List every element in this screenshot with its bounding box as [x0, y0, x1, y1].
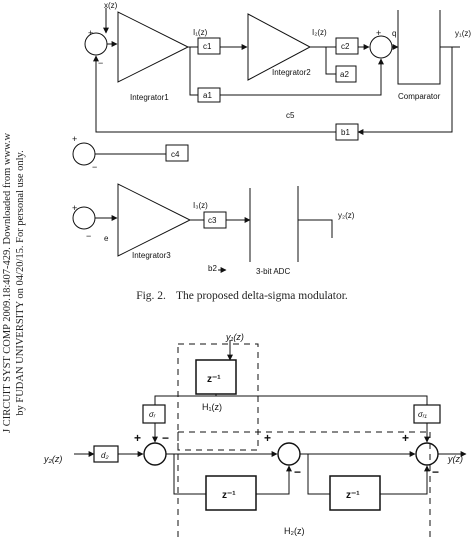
label-a2: a2: [340, 70, 349, 79]
sum-junction-2: [369, 35, 393, 59]
modulator-figure: [72, 8, 460, 273]
label-a1: a1: [203, 91, 212, 100]
label-c3: c3: [208, 216, 217, 225]
modulator-signs: + − + + − + −: [72, 28, 381, 241]
sign-f1-minus: −: [162, 431, 169, 445]
label-sigma-r: σᵣ: [149, 410, 156, 419]
sign-minus-1: −: [98, 58, 103, 68]
wire-int2-a2: [325, 47, 336, 75]
filter-labels: y₁(z) z⁻¹ H₁(z) z⁻¹ z⁻¹ y₂(z) d₂ σᵣ σᵣ₁ …: [43, 332, 463, 536]
wire-delay3-sum3: [380, 465, 430, 495]
wire-y1-feedback: [357, 47, 453, 135]
wire-to-delay3: [307, 454, 330, 495]
sum-junction-f1: [143, 442, 167, 466]
label-b2: b2: [208, 264, 217, 273]
label-c4: c4: [171, 150, 180, 159]
label-delay-1: z⁻¹: [207, 374, 221, 385]
label-i3: I₃(z): [193, 201, 208, 210]
delay-box-2: [205, 475, 257, 511]
wire-to-delay2: [173, 454, 206, 495]
gain-c2-box: [335, 37, 359, 55]
label-y1-in: y₁(z): [225, 332, 244, 342]
label-y-out: y(z): [447, 454, 463, 464]
sigma-r-box: [142, 404, 166, 424]
integrator2-triangle: [247, 13, 312, 81]
modulator-labels: x(z) I₁(z) I₂(z) q y₁(z) Integrator1 Int…: [104, 1, 471, 276]
wire-b1-sum1: [93, 55, 336, 133]
label-integrator2: Integrator2: [272, 68, 311, 77]
caption-text: The proposed delta-sigma modulator.: [175, 290, 348, 302]
sign-plus-2: +: [376, 28, 381, 38]
label-c1: c1: [203, 42, 212, 51]
sign-f3-minus: −: [432, 465, 439, 479]
label-integrator3: Integrator3: [132, 251, 171, 260]
wire-adc-y2: [298, 219, 333, 238]
label-delay-3: z⁻¹: [346, 490, 360, 501]
integrator1-triangle: [117, 11, 190, 83]
sign-plus-1: +: [88, 28, 93, 38]
sign-f2-plus: +: [264, 431, 271, 445]
label-c2: c2: [341, 42, 350, 51]
label-comparator: Comparator: [398, 92, 441, 101]
label-integrator1: Integrator1: [130, 93, 169, 102]
wire-int1-a1: [189, 47, 198, 96]
label-b1: b1: [341, 128, 350, 137]
label-i2: I₂(z): [312, 28, 327, 37]
gain-c4-box: [165, 144, 189, 162]
sign-f1-plus: +: [134, 431, 141, 445]
comparator-block: [397, 10, 441, 85]
label-e: e: [104, 234, 109, 243]
sign-minus-4: −: [86, 231, 91, 241]
label-i1: I₁(z): [193, 28, 208, 37]
label-x-input: x(z): [104, 1, 118, 10]
label-h2: H₂(z): [284, 526, 305, 536]
sign-f2-minus: −: [294, 465, 301, 479]
wire-delay2-sum2: [256, 465, 292, 495]
caption-label: Fig. 2.: [136, 290, 166, 302]
label-adc: 3-bit ADC: [256, 267, 290, 276]
gain-c1-box: [197, 37, 221, 55]
label-sigma-r1: σᵣ₁: [418, 410, 427, 419]
sign-minus-3: −: [92, 162, 97, 172]
label-d2: d₂: [101, 451, 109, 460]
wire-delay1-left: [154, 394, 217, 405]
label-y2-in: y₂(z): [43, 454, 62, 464]
label-c5: c5: [286, 111, 295, 120]
sign-f3-plus: +: [402, 431, 409, 445]
wire-a1-sum2: [220, 58, 384, 96]
label-h1: H₁(z): [202, 402, 222, 412]
sum-junction-f2: [277, 442, 301, 466]
integrator3-triangle: [117, 183, 192, 257]
label-delay-2: z⁻¹: [222, 490, 236, 501]
label-y2: y₂(z): [338, 211, 355, 220]
wire-delay1-right: [216, 395, 428, 405]
delay-box-3: [329, 475, 381, 511]
h1-dashed-box: [177, 343, 259, 451]
sign-plus-4: +: [72, 203, 77, 213]
figure-caption: Fig. 2. The proposed delta-sigma modulato…: [0, 290, 474, 302]
filter-figure: [74, 340, 467, 542]
label-y1: y₁(z): [455, 29, 471, 38]
sign-plus-3: +: [72, 134, 77, 144]
label-q: q: [392, 29, 396, 38]
sum-junction-f3: [415, 442, 439, 466]
